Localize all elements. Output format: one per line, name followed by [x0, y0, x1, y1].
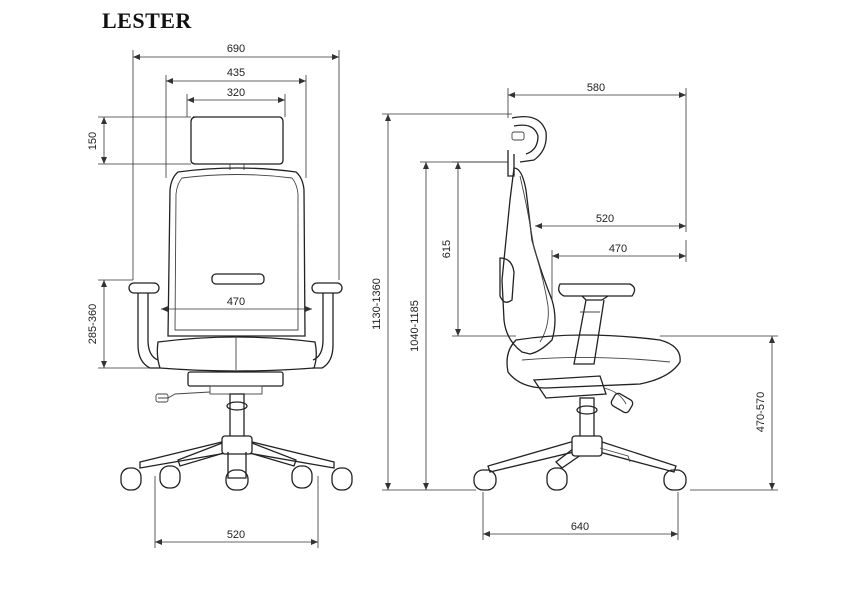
dim-backrest-top-height-label: 1040-1185 — [409, 300, 421, 352]
side-view-chair — [473, 115, 687, 491]
front-view-dimensions — [98, 50, 340, 548]
dim-seat-depth-label: 470 — [609, 243, 627, 255]
dim-backrest-height-label: 615 — [441, 240, 453, 258]
dim-base-width-label: 520 — [227, 529, 245, 541]
dim-seat-height-label: 470-570 — [755, 392, 767, 432]
dim-seat-back-depth-label: 520 — [596, 213, 614, 225]
dim-overall-width-label: 690 — [227, 43, 245, 55]
dim-depth-headrest-label: 580 — [587, 82, 605, 94]
dim-headrest-width-label: 320 — [227, 87, 245, 99]
product-title: LESTER — [102, 8, 192, 33]
dim-base-depth-label: 640 — [571, 521, 589, 533]
dim-armrest-height-label: 285-360 — [87, 304, 99, 344]
dim-headrest-height-label: 150 — [87, 132, 99, 150]
dim-back-width-label: 470 — [227, 296, 245, 308]
dim-total-height-label: 1130-1360 — [371, 278, 383, 330]
side-view-dimensions — [382, 88, 778, 540]
dim-armrest-width-label: 435 — [227, 67, 245, 79]
